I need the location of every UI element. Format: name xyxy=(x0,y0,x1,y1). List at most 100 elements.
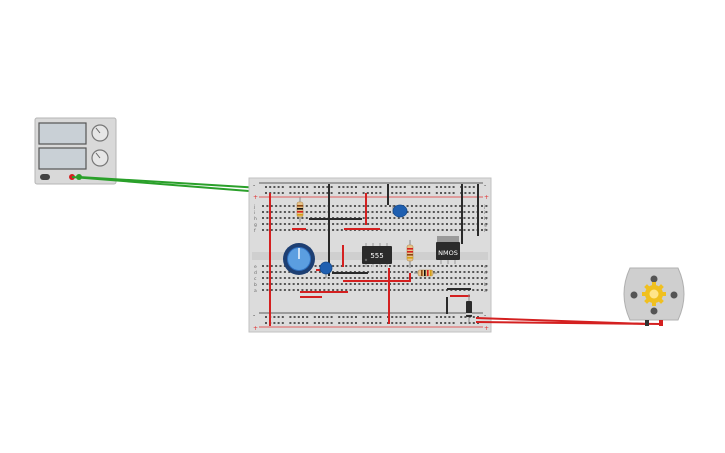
breadboard-hole[interactable] xyxy=(327,277,330,279)
breadboard-hole[interactable] xyxy=(391,186,394,188)
breadboard-hole[interactable] xyxy=(375,277,378,279)
breadboard-hole[interactable] xyxy=(406,277,409,279)
breadboard-hole[interactable] xyxy=(262,211,264,213)
breadboard-hole[interactable] xyxy=(419,192,422,194)
breadboard-hole[interactable] xyxy=(362,289,365,291)
breadboard-hole[interactable] xyxy=(464,192,467,194)
breadboard-hole[interactable] xyxy=(366,322,369,324)
breadboard-hole[interactable] xyxy=(279,289,282,291)
breadboard-hole[interactable] xyxy=(428,265,431,267)
breadboard-hole[interactable] xyxy=(485,217,488,219)
breadboard-hole[interactable] xyxy=(275,223,278,225)
breadboard-hole[interactable] xyxy=(336,277,339,279)
breadboard-hole[interactable] xyxy=(275,271,278,273)
breadboard-hole[interactable] xyxy=(293,316,296,318)
breadboard-hole[interactable] xyxy=(467,205,470,207)
breadboard-hole[interactable] xyxy=(448,322,451,324)
breadboard-hole[interactable] xyxy=(450,271,453,273)
breadboard-hole[interactable] xyxy=(318,211,321,213)
power-supply[interactable] xyxy=(34,117,117,185)
breadboard-hole[interactable] xyxy=(485,223,488,225)
breadboard-hole[interactable] xyxy=(428,205,431,207)
breadboard-hole[interactable] xyxy=(283,277,286,279)
breadboard-hole[interactable] xyxy=(402,277,405,279)
breadboard-hole[interactable] xyxy=(332,211,335,213)
breadboard-hole[interactable] xyxy=(463,283,466,285)
breadboard-hole[interactable] xyxy=(452,186,455,188)
breadboard-hole[interactable] xyxy=(419,223,422,225)
nmos-transistor[interactable]: NMOS xyxy=(436,236,460,264)
breadboard-hole[interactable] xyxy=(273,186,276,188)
breadboard-hole[interactable] xyxy=(346,322,349,324)
breadboard-hole[interactable] xyxy=(419,217,422,219)
breadboard-hole[interactable] xyxy=(292,283,295,285)
breadboard-hole[interactable] xyxy=(395,186,398,188)
breadboard-hole[interactable] xyxy=(358,283,361,285)
wire-red[interactable] xyxy=(475,321,663,325)
breadboard-hole[interactable] xyxy=(441,271,444,273)
breadboard-hole[interactable] xyxy=(375,322,378,324)
board-wires[interactable] xyxy=(269,184,479,326)
breadboard-hole[interactable] xyxy=(424,186,426,188)
breadboard-hole[interactable] xyxy=(262,271,264,273)
breadboard-hole[interactable] xyxy=(279,217,282,219)
breadboard-hole[interactable] xyxy=(428,211,431,213)
breadboard-hole[interactable] xyxy=(350,316,353,318)
breadboard-hole[interactable] xyxy=(485,229,488,231)
motor-wires[interactable] xyxy=(475,317,663,325)
breadboard-hole[interactable] xyxy=(332,283,335,285)
breadboard-hole[interactable] xyxy=(292,289,295,291)
breadboard-hole[interactable] xyxy=(432,283,435,285)
breadboard-hole[interactable] xyxy=(366,192,369,194)
breadboard-hole[interactable] xyxy=(330,316,333,318)
breadboard-hole[interactable] xyxy=(323,283,326,285)
breadboard-hole[interactable] xyxy=(283,217,286,219)
breadboard-hole[interactable] xyxy=(275,289,278,291)
breadboard-hole[interactable] xyxy=(406,205,409,207)
breadboard-hole[interactable] xyxy=(327,289,330,291)
breadboard-hole[interactable] xyxy=(399,316,402,318)
breadboard-hole[interactable] xyxy=(371,211,374,213)
breadboard-hole[interactable] xyxy=(450,283,453,285)
breadboard-hole[interactable] xyxy=(402,229,405,231)
breadboard-hole[interactable] xyxy=(318,271,321,273)
breadboard-hole[interactable] xyxy=(472,283,475,285)
breadboard-hole[interactable] xyxy=(353,283,356,285)
breadboard-hole[interactable] xyxy=(367,217,370,219)
breadboard-hole[interactable] xyxy=(318,316,320,318)
breadboard-hole[interactable] xyxy=(281,192,284,194)
breadboard-hole[interactable] xyxy=(375,271,378,273)
breadboard-hole[interactable] xyxy=(393,223,396,225)
breadboard-hole[interactable] xyxy=(415,205,418,207)
breadboard-hole[interactable] xyxy=(428,192,431,194)
breadboard-hole[interactable] xyxy=(389,229,392,231)
breadboard-hole[interactable] xyxy=(460,316,463,318)
breadboard-hole[interactable] xyxy=(463,277,466,279)
breadboard-hole[interactable] xyxy=(318,205,321,207)
breadboard-hole[interactable] xyxy=(459,223,462,225)
breadboard-hole[interactable] xyxy=(306,316,309,318)
breadboard-hole[interactable] xyxy=(330,186,333,188)
breadboard-hole[interactable] xyxy=(476,283,479,285)
breadboard-hole[interactable] xyxy=(322,316,325,318)
breadboard-hole[interactable] xyxy=(362,217,365,219)
breadboard-hole[interactable] xyxy=(336,229,339,231)
breadboard-hole[interactable] xyxy=(410,283,413,285)
breadboard-hole[interactable] xyxy=(389,271,392,273)
breadboard-hole[interactable] xyxy=(406,217,409,219)
breadboard-hole[interactable] xyxy=(314,223,317,225)
breadboard-hole[interactable] xyxy=(399,186,402,188)
breadboard-hole[interactable] xyxy=(266,265,269,267)
breadboard-hole[interactable] xyxy=(283,289,286,291)
breadboard-hole[interactable] xyxy=(358,211,361,213)
breadboard-hole[interactable] xyxy=(318,283,321,285)
breadboard-hole[interactable] xyxy=(384,229,387,231)
breadboard-hole[interactable] xyxy=(358,265,361,267)
breadboard-hole[interactable] xyxy=(467,223,470,225)
breadboard-hole[interactable] xyxy=(349,277,352,279)
breadboard-hole[interactable] xyxy=(485,271,488,273)
breadboard-hole[interactable] xyxy=(476,265,479,267)
breadboard-hole[interactable] xyxy=(428,229,431,231)
breadboard-hole[interactable] xyxy=(424,316,426,318)
breadboard-hole[interactable] xyxy=(323,229,326,231)
